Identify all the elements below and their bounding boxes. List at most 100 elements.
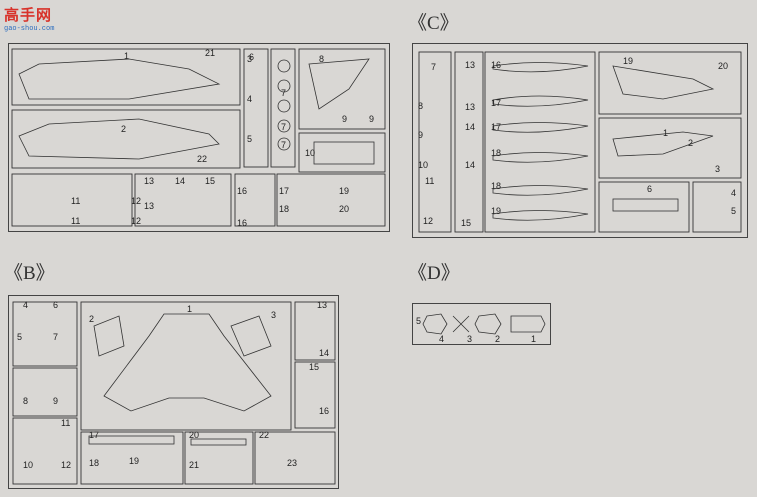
part-number-a-17: 13 (144, 176, 154, 186)
part-number-c-3: 4 (731, 188, 736, 198)
sprue-sheet-d: 1 2 3 4 5 (412, 303, 551, 345)
part-number-a-19: 14 (175, 176, 185, 186)
part-number-d-4: 5 (416, 316, 421, 326)
part-number-b-12: 13 (317, 300, 327, 310)
part-number-c-4: 5 (731, 206, 736, 216)
sheet-label-b: 《B》 (4, 263, 55, 284)
part-number-a-4: 5 (247, 134, 252, 144)
part-number-c-5: 6 (647, 184, 652, 194)
wheel-part-1 (277, 79, 291, 93)
part-number-c-24: 20 (718, 61, 728, 71)
part-number-c-6: 7 (431, 62, 436, 72)
part-number-b-18: 19 (129, 456, 139, 466)
part-number-b-7: 8 (23, 396, 28, 406)
part-number-d-1: 2 (495, 334, 500, 344)
part-number-d-2: 3 (467, 334, 472, 344)
part-number-b-9: 10 (23, 460, 33, 470)
part-number-c-10: 11 (425, 176, 434, 186)
part-number-c-11: 12 (423, 216, 433, 226)
part-number-a-9: 8 (319, 54, 324, 64)
watermark-url: gao-shou.com (4, 25, 55, 33)
part-number-a-18: 13 (144, 201, 154, 211)
part-number-c-14: 14 (465, 122, 475, 132)
part-number-a-7: 7 (281, 122, 286, 132)
part-number-a-6: 7 (281, 88, 286, 98)
part-number-b-8: 9 (53, 396, 58, 406)
part-number-d-0: 1 (531, 334, 536, 344)
part-number-a-12: 10 (305, 148, 315, 158)
part-number-c-7: 8 (418, 101, 423, 111)
part-number-b-5: 6 (53, 300, 58, 310)
part-number-b-0: 1 (187, 304, 192, 314)
part-number-a-2: 3 (247, 54, 252, 64)
part-number-c-21: 18 (491, 181, 501, 191)
part-number-a-10: 9 (342, 114, 347, 124)
part-number-c-22: 19 (491, 206, 501, 216)
part-number-c-17: 16 (491, 60, 501, 70)
part-number-a-26: 20 (339, 204, 349, 214)
part-number-c-1: 2 (688, 138, 693, 148)
part-number-c-20: 18 (491, 148, 501, 158)
sprue-d-drawing: 1 2 3 4 5 (416, 313, 546, 344)
part-number-c-23: 19 (623, 56, 633, 66)
part-number-b-1: 2 (89, 314, 94, 324)
part-number-b-4: 5 (17, 332, 22, 342)
part-number-b-16: 17 (89, 430, 99, 440)
wheel-part-0 (277, 59, 291, 73)
part-number-a-0: 1 (124, 51, 129, 61)
part-number-a-15: 12 (131, 196, 141, 206)
part-number-a-16: 12 (131, 216, 141, 226)
part-number-a-13: 11 (71, 196, 80, 206)
part-number-b-19: 20 (189, 430, 199, 440)
part-number-a-20: 15 (205, 176, 215, 186)
part-number-c-16: 15 (461, 218, 471, 228)
part-number-c-8: 9 (418, 130, 423, 140)
part-number-b-17: 18 (89, 458, 99, 468)
site-watermark: 高手网 gao-shou.com (4, 4, 74, 38)
part-number-a-5: 6 (249, 52, 254, 62)
part-number-b-21: 22 (259, 430, 269, 440)
part-number-c-15: 14 (465, 160, 475, 170)
sheet-label-d: 《D》 (408, 263, 460, 284)
part-number-c-19: 17 (491, 122, 501, 132)
part-number-c-13: 13 (465, 102, 475, 112)
part-number-c-2: 3 (715, 164, 720, 174)
part-number-a-1: 2 (121, 124, 126, 134)
wheel-part-2 (277, 99, 291, 113)
part-number-b-22: 23 (287, 458, 297, 468)
part-number-b-13: 14 (319, 348, 329, 358)
part-number-b-15: 16 (319, 406, 329, 416)
part-number-c-18: 17 (491, 98, 501, 108)
part-number-a-3: 4 (247, 94, 252, 104)
part-number-a-28: 22 (197, 154, 207, 164)
part-number-b-3: 4 (23, 300, 28, 310)
part-number-a-14: 11 (71, 216, 80, 226)
wheel-part-3 (277, 119, 291, 133)
part-number-d-3: 4 (439, 334, 444, 344)
part-number-a-23: 17 (279, 186, 289, 196)
part-number-a-25: 19 (339, 186, 349, 196)
part-number-c-9: 10 (418, 160, 428, 170)
part-number-a-8: 7 (281, 140, 286, 150)
part-number-c-0: 1 (663, 128, 668, 138)
wheel-part-4 (277, 137, 291, 151)
part-number-a-22: 16 (237, 218, 247, 228)
sheet-label-c: 《C》 (408, 13, 459, 34)
watermark-logo-text: 高手网 (4, 7, 53, 24)
part-number-a-11: 9 (369, 114, 374, 124)
part-number-a-24: 18 (279, 204, 289, 214)
part-number-b-2: 3 (271, 310, 276, 320)
part-number-b-11: 12 (61, 460, 71, 470)
part-number-b-14: 15 (309, 362, 319, 372)
part-number-a-27: 21 (205, 48, 215, 58)
part-number-c-12: 13 (465, 60, 475, 70)
part-number-b-20: 21 (189, 460, 199, 470)
part-number-b-10: 11 (61, 418, 70, 428)
part-number-b-6: 7 (53, 332, 58, 342)
